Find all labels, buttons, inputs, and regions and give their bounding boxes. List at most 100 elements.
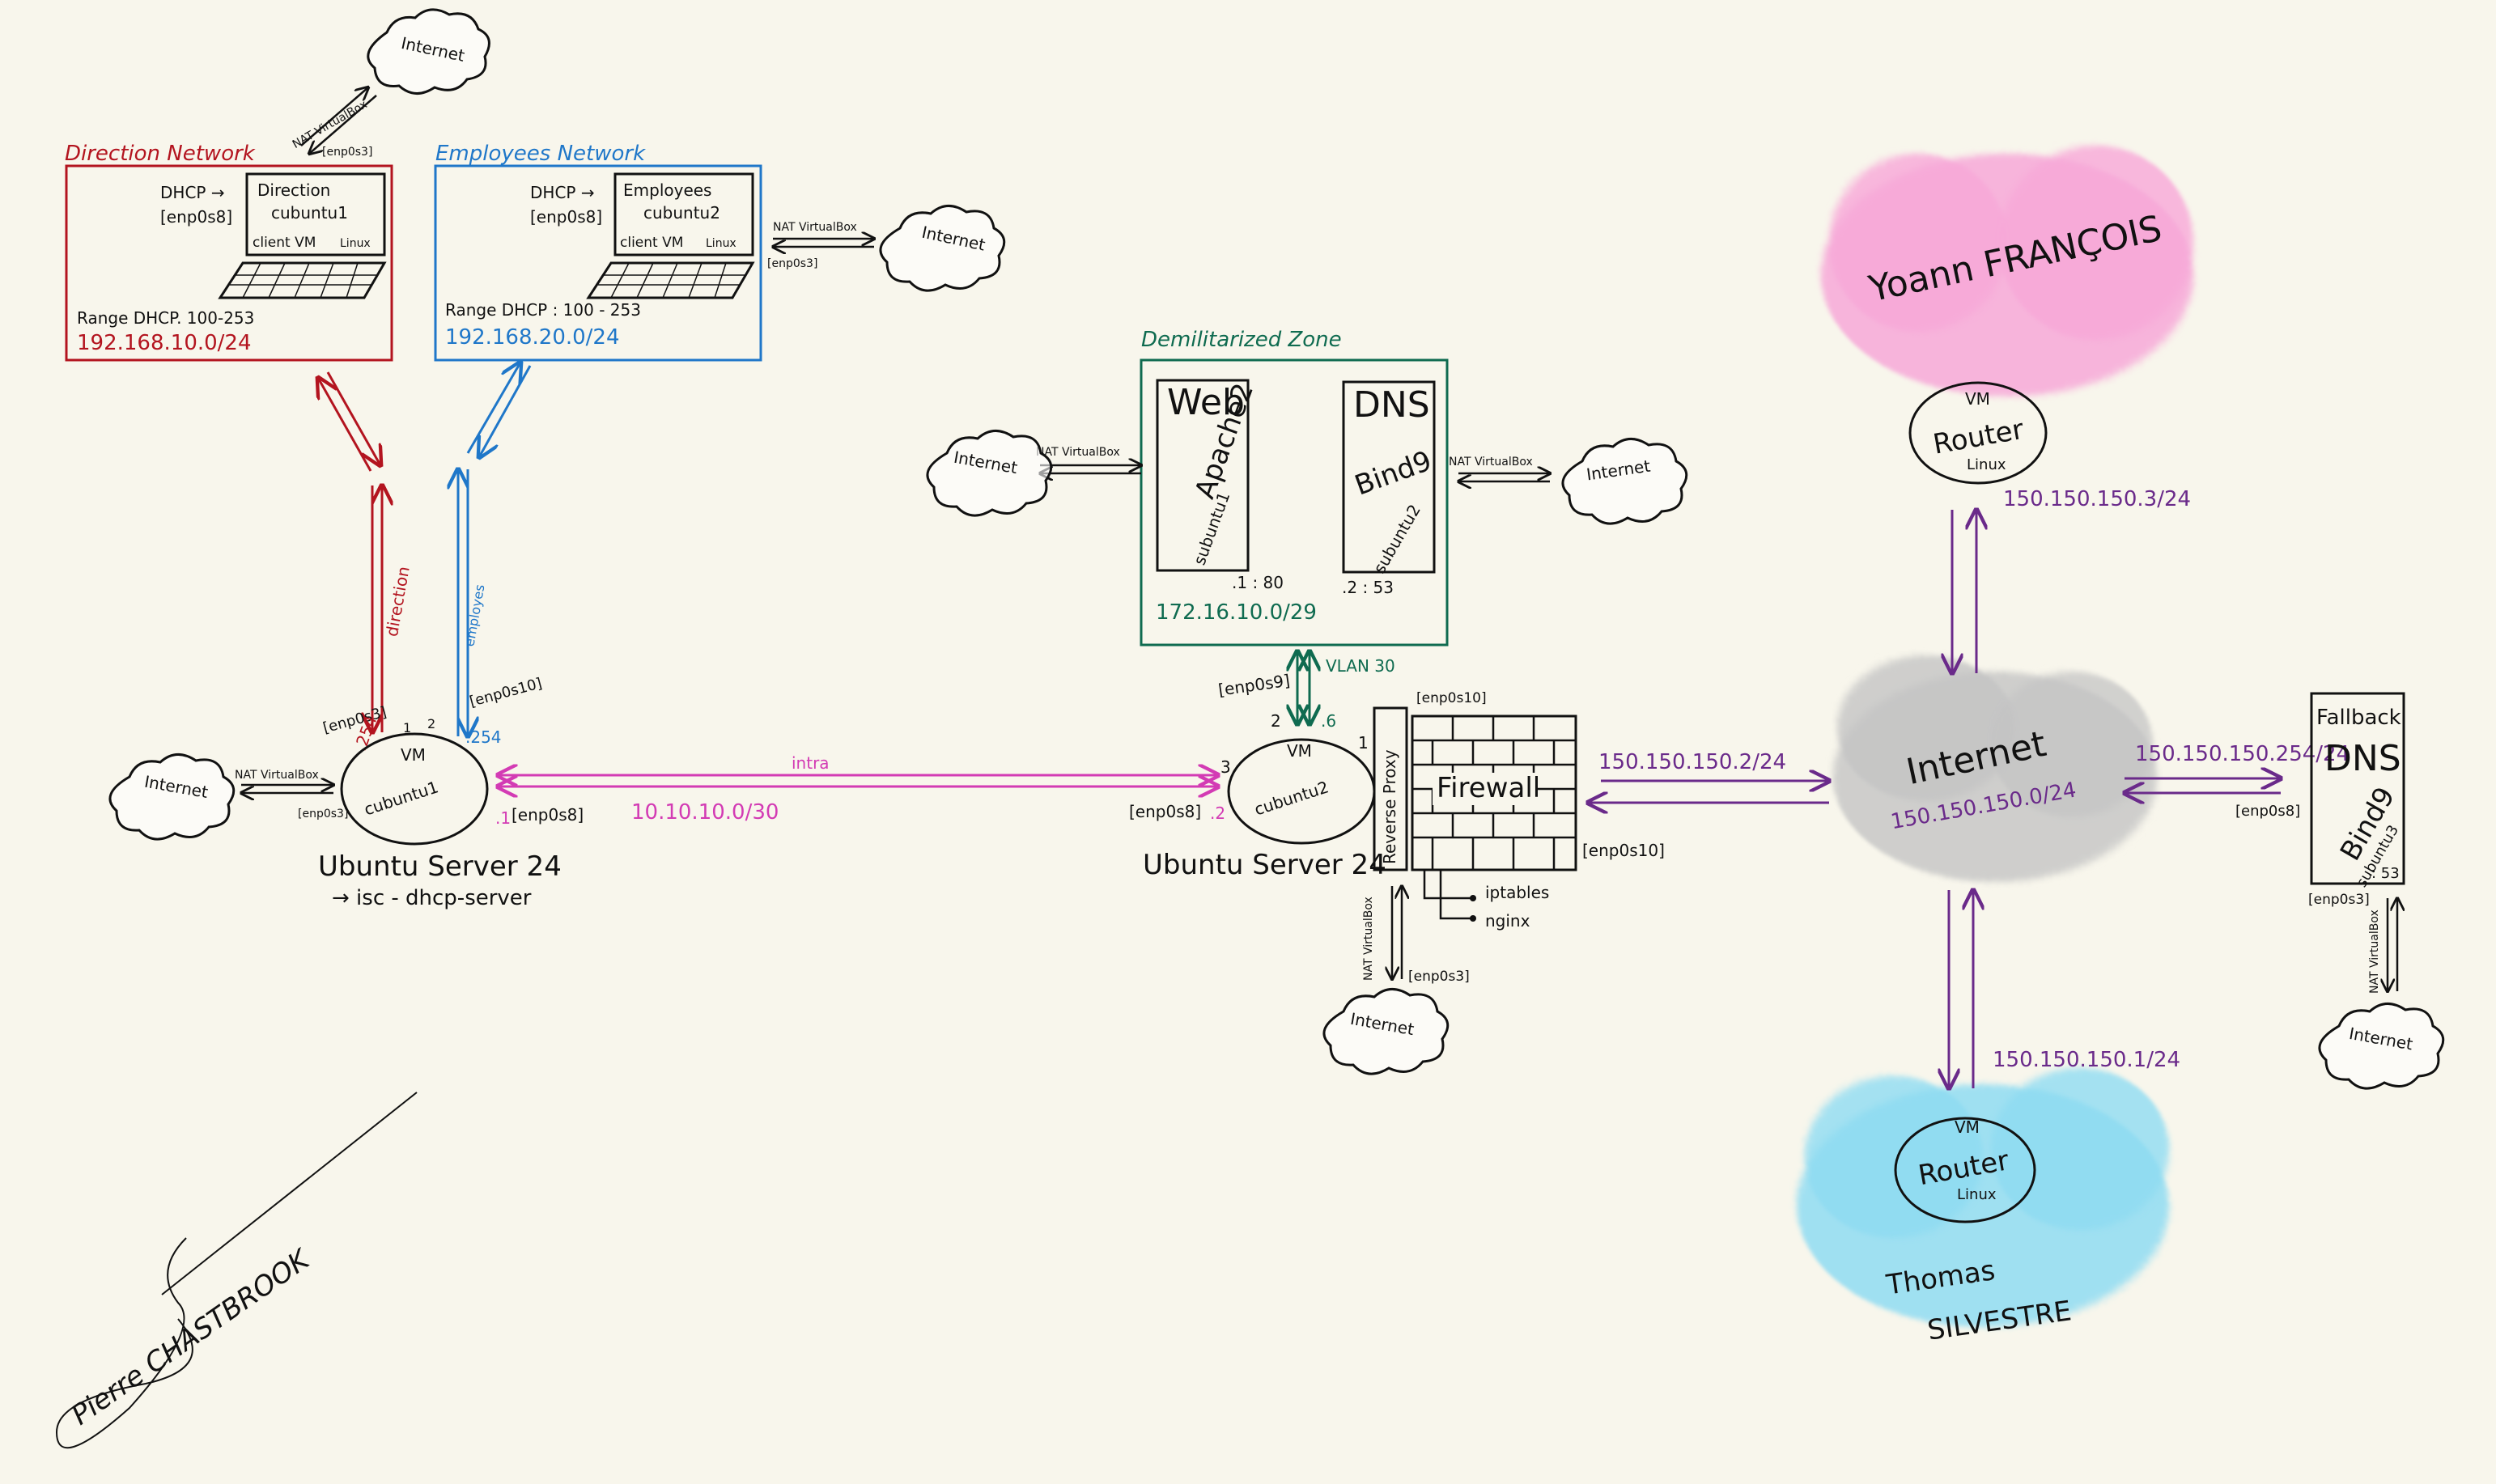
server1-iface-employees: [enp0s10]	[468, 675, 544, 710]
cloud-thomas	[1797, 1068, 2169, 1327]
fallback-dns-line3: Bind9	[2334, 782, 2401, 866]
top-nat-label: NAT VirtualBox	[291, 98, 370, 151]
dmz-subnet: 172.16.10.0/29	[1156, 600, 1317, 625]
direction-client-name: Direction	[257, 180, 330, 200]
dmz-dns-line2: Bind9	[1351, 445, 1436, 502]
server2-iface-intra: [enp0s8]	[1129, 802, 1201, 821]
server2: [enp0s9] 2 .6 1 3 VM cubuntu2 [enp0s8] .…	[1129, 651, 1665, 1075]
employees-range: Range DHCP : 100 - 253	[445, 300, 641, 320]
link-left-ip: 150.150.150.2/24	[1598, 750, 1786, 774]
reverse-proxy-label: Reverse Proxy	[1380, 749, 1399, 864]
employees-nat-label: NAT VirtualBox	[773, 221, 857, 234]
employees-link-label: employes	[461, 583, 487, 648]
server1-title: Ubuntu Server 24	[318, 850, 562, 883]
server1-vm: VM	[401, 745, 426, 765]
direction-dhcp: DHCP →	[160, 183, 225, 202]
cloud-internet	[1833, 655, 2157, 882]
server2-nat-iface: [enp0s3]	[1408, 969, 1470, 985]
internet-cloud-left	[108, 753, 236, 841]
dmz-web-line3: subuntu1	[1190, 490, 1234, 568]
direction-range: Range DHCP. 100-253	[77, 308, 254, 328]
employees-client-os-type: Linux	[706, 237, 736, 250]
employees-subnet: 192.168.20.0/24	[445, 325, 620, 350]
signature: Pierre CHASTBROOK	[55, 1092, 418, 1449]
employees-iface: [enp0s8]	[530, 207, 602, 227]
internet-cloud-top: Internet NAT VirtualBox [enp0s3]	[291, 8, 490, 159]
tool-iptables: iptables	[1485, 883, 1549, 902]
dmz-web-line1: Web	[1167, 382, 1245, 423]
fallback-dns-box	[2310, 692, 2405, 885]
dmz-dns-box	[1342, 380, 1436, 574]
server2-name: cubuntu2	[1252, 777, 1331, 819]
dmz-dns-line3: subuntu2	[1369, 501, 1424, 577]
firewall-icon	[1411, 714, 1577, 871]
router-top-name: Router	[1930, 413, 2026, 461]
employees-laptop-screen	[613, 172, 754, 257]
direction-subnet: 192.168.10.0/24	[77, 331, 252, 355]
server1-vm-circle	[340, 732, 489, 846]
firewall-iface-top: [enp0s10]	[1416, 690, 1487, 706]
server1-nat-label: NAT VirtualBox	[235, 769, 319, 782]
internet-cloud-bottom	[1322, 988, 1450, 1075]
server2-ip-dmz: .6	[1321, 711, 1336, 731]
fallback-dns-line1: Fallback	[2316, 706, 2401, 730]
router-bottom-circle	[1894, 1117, 2036, 1223]
internet-cloud-employees: Internet	[879, 205, 1006, 292]
firewall-iface-bottom: [enp0s10]	[1582, 841, 1665, 860]
intra-label: intra	[792, 753, 830, 773]
server2-port1: 1	[1358, 733, 1369, 753]
firewall-label: Firewall	[1437, 772, 1540, 804]
router-top-vm: VM	[1965, 389, 1990, 409]
fallback-dns-iface-bottom: [enp0s3]	[2308, 892, 2370, 908]
employees-client-label: client VM	[620, 235, 683, 251]
top-nat-iface: [enp0s3]	[322, 146, 372, 159]
dmz-vlan: VLAN 30	[1326, 656, 1395, 676]
internet-cloud-fallback	[2318, 1003, 2445, 1090]
fallback-dns-nat-label: NAT VirtualBox	[2368, 909, 2381, 994]
server1-ip-employees: .254	[465, 727, 502, 747]
fallback-dns: Fallback DNS Bind9 subuntu3 : 53 [enp0s8…	[2235, 692, 2445, 1090]
direction-laptop-keyboard	[218, 261, 387, 299]
server2-port2: 2	[1271, 711, 1281, 731]
dmz-web-ip: .1 : 80	[1232, 573, 1284, 592]
dmz-nat-right-label: NAT VirtualBox	[1449, 456, 1533, 469]
employees-network: Employees Network DHCP → [enp0s8] Employ…	[434, 142, 874, 362]
server2-ip-intra: .2	[1210, 803, 1225, 823]
employees-dhcp: DHCP →	[530, 183, 595, 202]
tool-nginx: nginx	[1485, 911, 1530, 931]
server2-nat-label: NAT VirtualBox	[1362, 897, 1375, 981]
server1-service: → isc - dhcp-server	[332, 886, 532, 910]
dmz: Demilitarized Zone Web Apache2 subuntu1 …	[926, 328, 1688, 676]
intra-link: intra 10.10.10.0/30	[498, 753, 1218, 825]
employees-laptop-keyboard	[586, 261, 755, 299]
direction-network-title: Direction Network	[65, 142, 256, 166]
dmz-dns-line1: DNS	[1353, 384, 1430, 426]
server2-title: Ubuntu Server 24	[1143, 849, 1386, 881]
server1-ip-intra: .1	[495, 808, 511, 828]
server2-vm: VM	[1287, 741, 1312, 761]
direction-iface: [enp0s8]	[160, 207, 232, 227]
server1-port1: 1	[403, 720, 411, 736]
link-right-ip: 150.150.150.254/24	[2135, 742, 2350, 766]
internet-cloud-dmz-left	[926, 430, 1053, 517]
server1: direction employes [enp0s3] [enp0s10] .2…	[108, 363, 584, 910]
fallback-dns-port: : 53	[2371, 865, 2400, 882]
dmz-nat-left-label: NAT VirtualBox	[1036, 446, 1120, 459]
server1-name: cubuntu1	[362, 777, 441, 819]
intra-subnet: 10.10.10.0/30	[631, 800, 779, 825]
link-bottom-ip: 150.150.150.1/24	[1993, 1048, 2180, 1072]
direction-client-os: cubuntu1	[271, 203, 348, 223]
router-bottom-vm: VM	[1955, 1117, 1980, 1137]
employees-nat-iface: [enp0s3]	[767, 257, 817, 270]
direction-client-os-type: Linux	[340, 237, 371, 250]
fallback-dns-line2: DNS	[2324, 738, 2401, 779]
direction-client-label: client VM	[253, 235, 316, 251]
dmz-web-box	[1156, 379, 1250, 572]
internet-cloud-dmz-right	[1561, 438, 1688, 525]
server2-iface-dmz: [enp0s9]	[1217, 671, 1292, 700]
employees-client-name: Employees	[623, 180, 711, 200]
cloud-yoann	[1821, 146, 2193, 396]
dmz-title: Demilitarized Zone	[1141, 328, 1342, 352]
server2-port3: 3	[1220, 757, 1231, 777]
employees-network-title: Employees Network	[435, 142, 646, 166]
